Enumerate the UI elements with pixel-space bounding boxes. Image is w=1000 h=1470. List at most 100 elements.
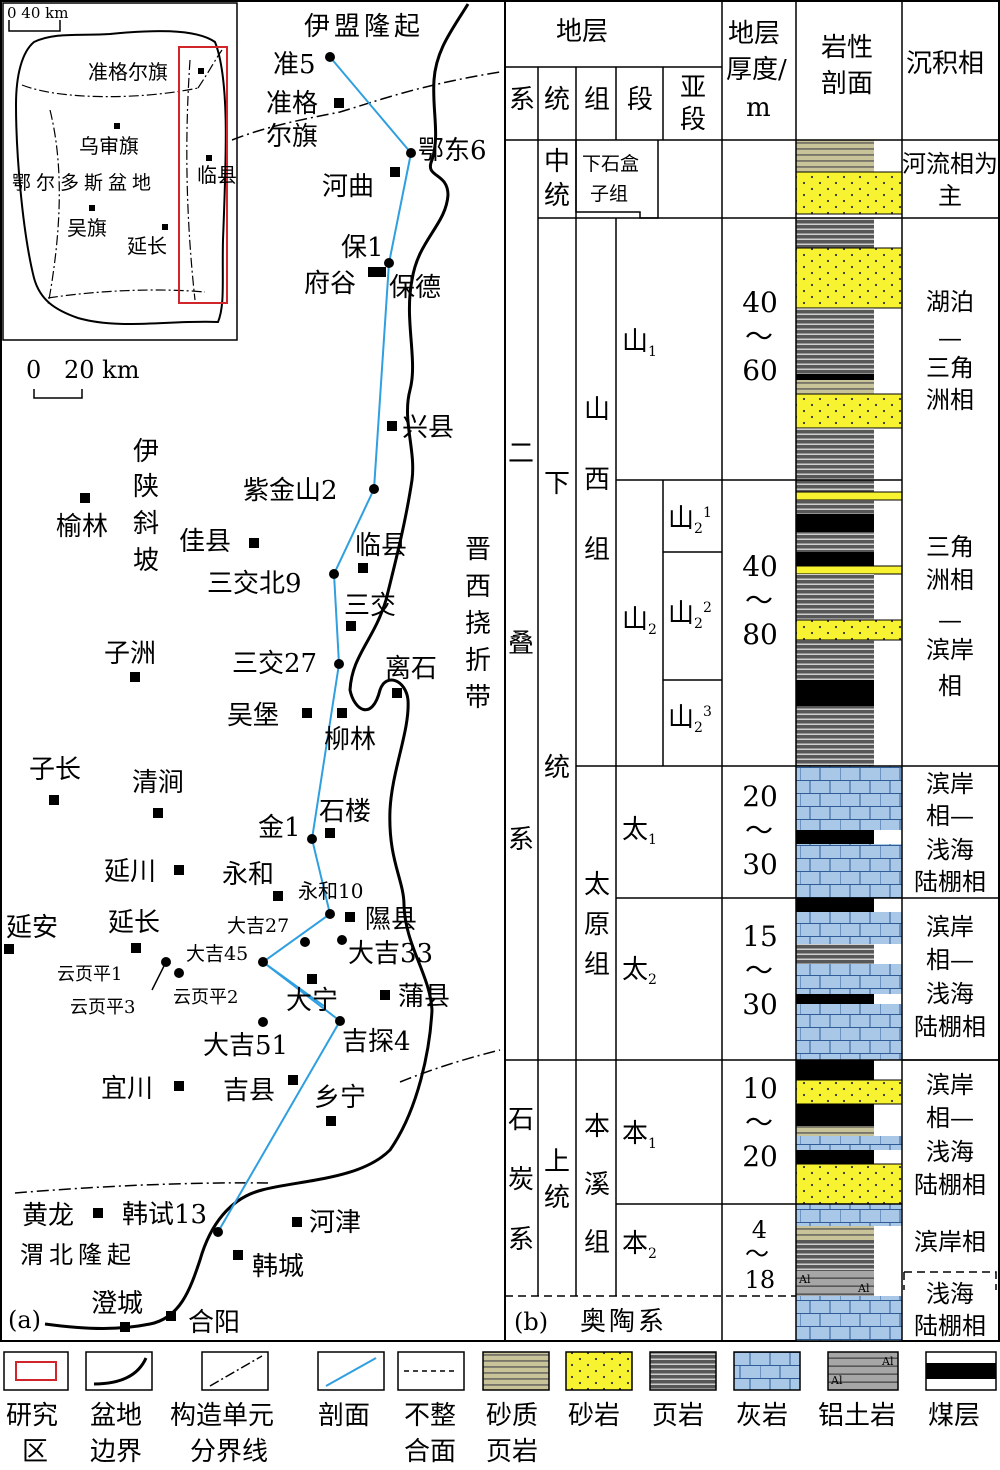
member-label: 太2 bbox=[622, 955, 657, 988]
facies-label: 滨岸 bbox=[926, 1071, 974, 1099]
main-scale-bar: 0 20 km bbox=[26, 356, 140, 399]
legend-label: 页岩 bbox=[652, 1401, 704, 1431]
header-facies: 沉积相 bbox=[906, 49, 984, 79]
header-lithology: 岩性 bbox=[821, 33, 873, 63]
region-label: 挠 bbox=[465, 609, 491, 639]
town-label: 河曲 bbox=[322, 172, 374, 202]
inset-label: 临县 bbox=[197, 163, 237, 187]
town-label: 佳县 bbox=[179, 527, 231, 557]
region-label: 西 bbox=[465, 572, 491, 602]
thickness-label: 30 bbox=[742, 848, 778, 881]
series-label: 统 bbox=[544, 1183, 570, 1213]
well-label: 保1 bbox=[341, 233, 384, 263]
inset-label: 吴旗 bbox=[67, 216, 107, 240]
legend-label: 研究 bbox=[6, 1401, 58, 1431]
bauxite-label: Al bbox=[798, 1273, 811, 1286]
system-label: 系 bbox=[508, 825, 534, 855]
subheader: 段 bbox=[680, 105, 706, 135]
town-label: 合阳 bbox=[188, 1308, 240, 1338]
inset-label: 延长 bbox=[127, 234, 167, 258]
town-label: 延川 bbox=[104, 857, 156, 887]
column-grid bbox=[505, 1, 999, 1342]
thickness-label: ～ bbox=[745, 1240, 769, 1268]
subheader: 段 bbox=[627, 85, 653, 115]
town-label: 离石 bbox=[385, 654, 437, 684]
facies-label: 滨岸 bbox=[926, 770, 974, 798]
thickness-label: 40 bbox=[742, 550, 778, 583]
legend-sandstone bbox=[565, 1351, 633, 1391]
well-label: 云页平3 bbox=[70, 997, 135, 1018]
thickness-label: 4 bbox=[752, 1216, 767, 1244]
legend-basin-boundary bbox=[85, 1351, 153, 1391]
town-label: 尔旗 bbox=[266, 122, 318, 152]
inset-label: 鄂尔多斯盆地 bbox=[12, 172, 156, 194]
town-label: 榆林 bbox=[56, 512, 108, 542]
inset-label: 准格尔旗 bbox=[88, 60, 168, 84]
panel-label-b: (b) bbox=[514, 1308, 548, 1336]
legend-label: 不整 bbox=[404, 1401, 456, 1431]
well-label: 大吉27 bbox=[227, 915, 289, 937]
inset-basin-boundary bbox=[14, 30, 227, 326]
legend-label: 煤层 bbox=[928, 1401, 980, 1431]
legend-study-area bbox=[3, 1351, 69, 1391]
town-label: 子洲 bbox=[104, 639, 156, 669]
legend-label: 铝土岩 bbox=[818, 1401, 896, 1431]
submember-label: 山23 bbox=[668, 703, 712, 736]
svg-text:Al: Al bbox=[881, 1355, 894, 1368]
subheader: 亚 bbox=[680, 73, 706, 103]
submember-label: 山21 bbox=[668, 504, 712, 537]
member-label: 本1 bbox=[622, 1119, 657, 1152]
formation-label: 山 bbox=[584, 395, 610, 425]
facies-label: 浅海 bbox=[926, 1280, 974, 1308]
subheader: 统 bbox=[544, 85, 570, 115]
legend-label: 边界 bbox=[90, 1437, 142, 1467]
well-label: 准5 bbox=[273, 50, 316, 80]
town-label: 清涧 bbox=[132, 768, 184, 798]
legend-shale bbox=[649, 1351, 717, 1391]
facies-label: 滨岸 bbox=[926, 636, 974, 664]
inset-scale-bar: 0 40 km bbox=[7, 4, 68, 32]
well-label: 金1 bbox=[258, 813, 301, 843]
thickness-label: ～ bbox=[745, 814, 773, 847]
well-label: 吉探4 bbox=[342, 1027, 411, 1057]
formation-label: 组 bbox=[584, 535, 610, 565]
legend-bauxite: Al Al bbox=[827, 1351, 899, 1391]
town-label: 保德 bbox=[389, 273, 441, 303]
series-label: 下 bbox=[544, 469, 570, 499]
legend-label: 砂岩 bbox=[568, 1401, 620, 1431]
facies-label: — bbox=[938, 324, 962, 352]
series-label: 中 bbox=[544, 147, 570, 177]
formation-label: 原 bbox=[584, 910, 610, 940]
well-label: 云页平2 bbox=[173, 987, 238, 1008]
town-label: 吴堡 bbox=[227, 701, 279, 731]
region-label: 坡 bbox=[133, 546, 159, 576]
town-label: 大宁 bbox=[286, 986, 338, 1016]
region-label: 渭北隆起 bbox=[20, 1241, 136, 1269]
basin-boundary-line bbox=[44, 3, 470, 1330]
header-thickness: 厚度/ bbox=[726, 55, 787, 85]
formation-label: 子组 bbox=[590, 183, 628, 205]
region-label: 斜 bbox=[133, 509, 159, 539]
well-label: 云页平1 bbox=[57, 964, 122, 985]
member-label: 山2 bbox=[622, 605, 657, 638]
region-label: 伊盟隆起 bbox=[304, 12, 424, 42]
submember-label: 山22 bbox=[668, 599, 712, 632]
legend-unconformity bbox=[397, 1351, 465, 1391]
member-labels: 山1 山2 太1 太2 本1 本2 山21 山22 山23 bbox=[622, 327, 712, 1262]
inset-place-dots bbox=[89, 68, 212, 230]
system-label: 二 bbox=[508, 439, 534, 469]
town-label: 延长 bbox=[108, 908, 160, 938]
town-label: 延安 bbox=[6, 913, 58, 943]
header-thickness: 地层 bbox=[728, 19, 780, 49]
scale-zero: 0 bbox=[26, 356, 41, 384]
legend-label: 页岩 bbox=[486, 1437, 538, 1467]
formation-label: 溪 bbox=[584, 1170, 610, 1200]
well-label: 大吉51 bbox=[203, 1031, 288, 1061]
svg-text:Al: Al bbox=[830, 1374, 843, 1387]
legend: Al Al 研究 区 盆地 边界 构造单元 分界线 剖面 不整 合面 砂质 页岩… bbox=[3, 1351, 997, 1467]
header-lithology: 剖面 bbox=[821, 69, 873, 99]
thickness-label: ～ bbox=[745, 1106, 773, 1139]
well-label: 鄂东6 bbox=[418, 136, 487, 166]
